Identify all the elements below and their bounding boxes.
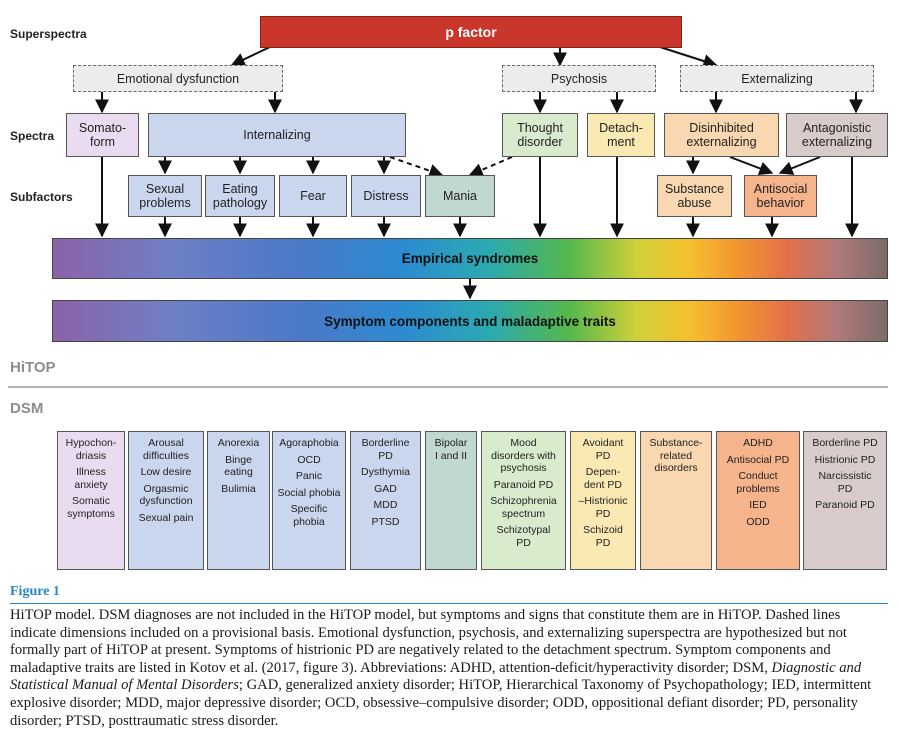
dsm-diagnosis: MDD — [373, 499, 398, 511]
spectrum-antagonistic-externalizing: Antagonistic externalizing — [786, 113, 888, 157]
empirical-syndromes-bar: Empirical syndromes — [52, 238, 888, 279]
dsm-diagnosis: Sexual pain — [138, 511, 194, 524]
spectrum-internalizing: Internalizing — [148, 113, 406, 157]
dsm-diagnosis: Agoraphobia — [279, 437, 339, 449]
dsm-diagnosis: Arousal difficulties — [143, 437, 189, 462]
dsm-diagnosis: PTSD — [371, 515, 400, 528]
caption-text-part2: ; GAD, generalized anxiety disorder; HiT… — [10, 677, 872, 729]
dsm-diagnosis: Narcissistic PD — [818, 470, 872, 495]
dsm-diagnosis: OCD — [297, 453, 321, 466]
dsm-column-6: Bipolar I and II — [425, 431, 477, 570]
dsm-diagnosis: GAD — [374, 482, 397, 495]
subfactor-eating-pathology: Eating pathology — [205, 175, 275, 217]
dsm-diagnosis: Hypochon- driasis — [65, 437, 117, 462]
row-label-spectra: Spectra — [10, 129, 55, 143]
spectrum-thought-disorder: Thought disorder — [502, 113, 578, 157]
dsm-column-9: Substance- related disorders — [640, 431, 712, 570]
row-label-subfactors: Subfactors — [10, 190, 73, 204]
dsm-diagnosis: Illness anxiety — [74, 466, 108, 491]
dsm-diagnosis: Mood disorders with psychosis — [491, 437, 556, 474]
dsm-diagnosis: IED — [749, 499, 767, 511]
dsm-diagnosis: Conduct problems — [736, 470, 780, 495]
dsm-diagnosis: –Histrionic PD — [578, 495, 628, 520]
dsm-diagnosis: Bipolar I and II — [434, 437, 468, 462]
row-label-superspectra: Superspectra — [10, 27, 87, 41]
dsm-diagnosis: Bulimia — [221, 482, 256, 495]
subfactor-distress: Distress — [351, 175, 421, 217]
dsm-diagnosis: Binge eating — [224, 453, 253, 479]
subfactor-mania: Mania — [425, 175, 495, 217]
superspectrum-externalizing: Externalizing — [680, 65, 874, 92]
dsm-diagnosis: Dysthymia — [360, 466, 410, 478]
dsm-diagnosis: Anorexia — [217, 437, 260, 449]
dsm-diagnosis: Specific phobia — [290, 503, 328, 528]
dsm-diagnosis: Borderline PD — [361, 437, 410, 462]
p-factor-box: p factor — [260, 16, 682, 48]
symptom-components-bar: Symptom components and maladaptive trait… — [52, 300, 888, 342]
dsm-diagnosis: Substance- related disorders — [649, 437, 703, 474]
section-divider — [8, 386, 888, 388]
dsm-diagnosis: ADHD — [743, 437, 773, 449]
subfactor-substance-abuse: Substance abuse — [657, 175, 732, 217]
dsm-diagnosis: Antisocial PD — [726, 453, 790, 466]
subfactor-sexual-problems: Sexual problems — [128, 175, 202, 217]
dsm-diagnosis: Schizotypal PD — [496, 524, 551, 549]
figure-label: Figure 1 — [10, 584, 60, 599]
superspectrum-psychosis: Psychosis — [502, 65, 656, 92]
dsm-column-11: Borderline PD Histrionic PD Narcissistic P… — [803, 431, 887, 570]
dsm-diagnosis: Panic — [295, 470, 323, 482]
dsm-diagnosis: Schizophrenia spectrum — [490, 495, 557, 520]
dsm-diagnosis: Borderline PD — [812, 437, 878, 449]
subfactor-fear: Fear — [279, 175, 347, 217]
dsm-diagnosis: Histrionic PD — [814, 453, 876, 466]
caption-dsm-title: Diagnostic and Statistical Manual of Men… — [10, 659, 862, 694]
hierarchy-arrows — [95, 46, 863, 300]
spectrum-disinhibited-externalizing: Disinhibited externalizing — [664, 113, 779, 157]
dsm-diagnosis: Paranoid PD — [815, 499, 875, 511]
dsm-diagnosis: Somatic symptoms — [67, 495, 115, 520]
hitop-header: HiTOP — [10, 359, 56, 376]
dsm-diagnosis: Depen- dent PD — [584, 466, 622, 491]
superspectrum-emotional-dysfunction: Emotional dysfunction — [73, 65, 283, 92]
dsm-diagnosis: ODD — [746, 515, 770, 528]
dsm-column-8: Avoidant PD Depen- dent PD –Histrionic PD S… — [570, 431, 636, 570]
dsm-diagnosis: Low desire — [140, 466, 192, 478]
figure-divider — [10, 603, 888, 604]
spectrum-somatoform: Somato- form — [66, 113, 139, 157]
spectrum-detachment: Detach- ment — [587, 113, 655, 157]
dsm-diagnosis: Schizoid PD — [583, 524, 623, 549]
dsm-diagnosis: Avoidant PD — [582, 437, 624, 462]
figure-caption: HiTOP model. DSM diagnoses are not inclu… — [10, 607, 890, 730]
caption-text-part1: HiTOP model. DSM diagnoses are not inclu… — [10, 607, 847, 676]
dsm-diagnosis: Paranoid PD — [493, 478, 554, 491]
dsm-header: DSM — [10, 400, 44, 417]
subfactor-antisocial-behavior: Antisocial behavior — [744, 175, 817, 217]
dsm-diagnosis: Orgasmic dysfunction — [139, 482, 193, 508]
dsm-diagnosis: Social phobia — [277, 486, 341, 499]
